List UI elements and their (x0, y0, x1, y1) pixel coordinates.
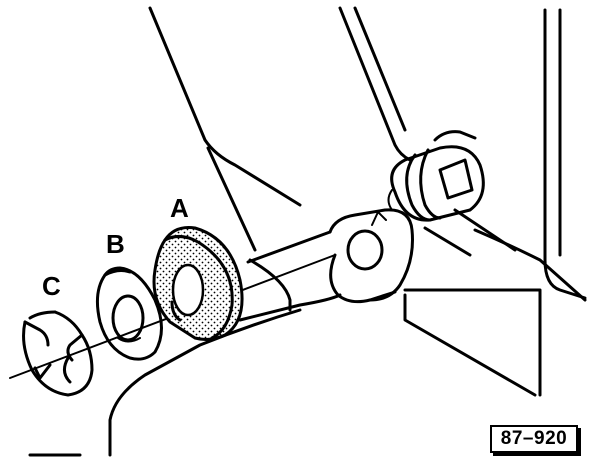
lever-boss (328, 208, 414, 302)
part-b-washer (95, 266, 163, 361)
part-c-circlip (22, 310, 94, 397)
figure-reference-number: 87–920 (490, 425, 578, 453)
drive-fitting (387, 130, 485, 222)
label-b: B (106, 229, 125, 259)
label-c: C (42, 271, 61, 301)
part-a-bushing (152, 226, 244, 341)
label-a: A (170, 193, 189, 223)
